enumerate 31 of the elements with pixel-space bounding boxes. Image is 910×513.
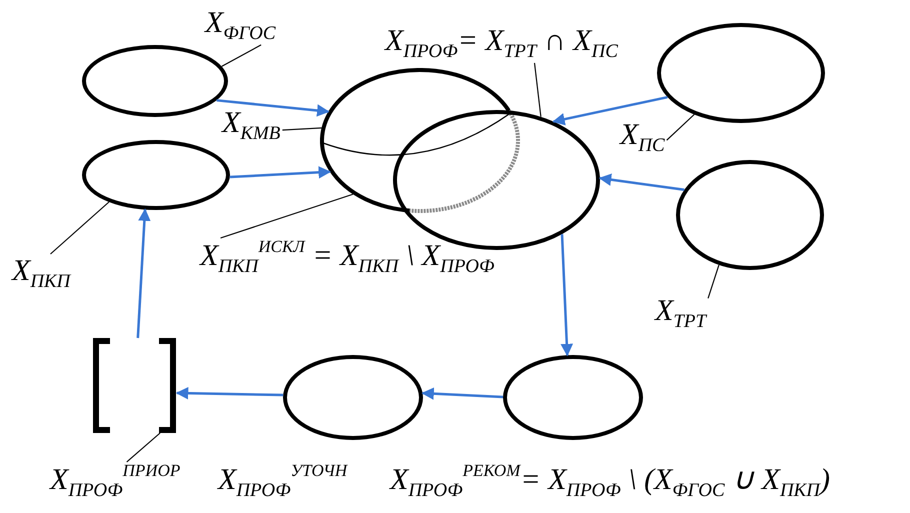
- formula-label: X$_{ПРОФ}$= X$_{ТРТ}$ ∩ X$_{ПС}$: [383, 24, 620, 63]
- ellipse: [82, 140, 230, 210]
- leader-line: [708, 264, 720, 298]
- leader-line: [220, 194, 354, 239]
- bracket-drawing: [92, 338, 177, 433]
- leader-line: [534, 62, 542, 117]
- set-label: X$_{ТРТ}$: [653, 294, 708, 333]
- formula-label: X$_{ПКП}$$^{ИСКЛ}$ = X$_{ПКП}$ \ X$_{ПРОФ}$: [198, 238, 496, 278]
- arrow: [552, 96, 668, 126]
- leader-line: [666, 114, 695, 141]
- arrow: [560, 234, 574, 356]
- set-label: X$_{ПС}$: [618, 118, 667, 157]
- leader-line: [50, 202, 110, 254]
- arrow: [230, 166, 332, 179]
- set-label: X$_{ФГОС}$: [203, 6, 278, 45]
- ellipse: [676, 160, 824, 270]
- leader-line: [221, 44, 262, 67]
- set-label: X$_{ПКП}$: [10, 254, 72, 293]
- ellipse: [283, 355, 423, 440]
- arrow: [216, 99, 330, 117]
- leader-line: [126, 432, 160, 462]
- arrow: [421, 387, 504, 400]
- set-label: X$_{КМВ}$: [220, 106, 282, 145]
- arrow: [176, 386, 284, 400]
- formula-label: X$_{ПРОФ}$$^{РЕКОМ}$= X$_{ПРОФ}$ \ (X$_{ФГОС}$ ∪ X$_{ПКП}$): [388, 462, 832, 502]
- ellipse: [657, 23, 825, 123]
- leader-line: [282, 127, 322, 131]
- ellipse: [320, 68, 520, 213]
- arrow: [598, 173, 684, 191]
- arrow: [136, 208, 151, 338]
- ellipse: [503, 355, 643, 440]
